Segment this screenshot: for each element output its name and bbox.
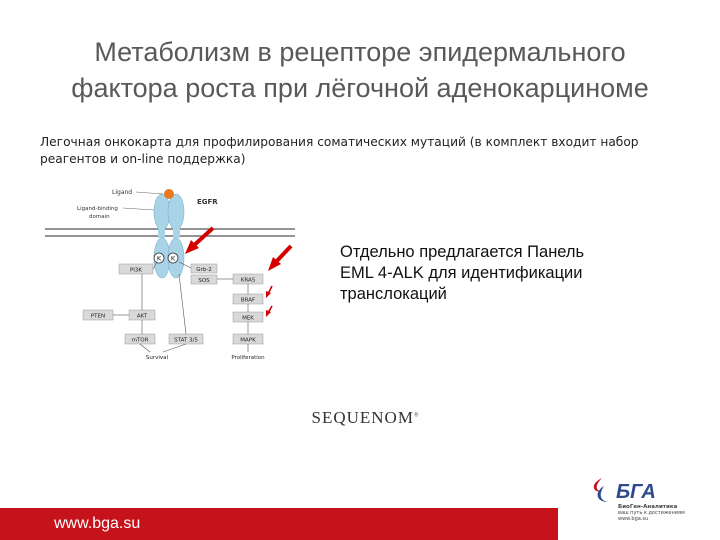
label-proliferation: Proliferation <box>231 355 265 361</box>
label-egfr: EGFR <box>197 198 218 206</box>
label-grb2: Grb-2 <box>196 267 212 273</box>
bga-company-name: БиоГен-Аналитика <box>618 504 678 510</box>
box-sos <box>190 274 218 285</box>
mutation-arrow-braf-icon <box>266 285 273 298</box>
kinase-left-icon <box>153 252 165 264</box>
eml4-alk-panel-note: Отдельно предлагается Панель EML 4-ALK д… <box>340 242 670 305</box>
slide-subtitle-line-1: Легочная онкокарта для профилирования со… <box>40 135 639 149</box>
label-ligand-binding-domain-1: Ligand-binding <box>77 206 118 212</box>
bga-logo-text: БГА <box>616 481 656 503</box>
bga-logo-swoosh-blue-icon <box>597 486 608 502</box>
slide-title-line-1: Метаболизм в рецепторе эпидермального <box>94 37 626 67</box>
mutation-arrow-mek-icon <box>266 305 273 317</box>
footer-bar <box>0 508 558 540</box>
receptor-left-extracellular <box>153 193 171 231</box>
ligand-icon <box>164 189 174 199</box>
bga-logo-swoosh-red-icon <box>593 478 602 492</box>
label-mek: MEK <box>242 316 254 322</box>
mutation-arrow-kras-icon <box>268 244 293 271</box>
egfr-pathway-diagram: Ligand Ligand-binding domain EGFR K K PI… <box>45 189 295 361</box>
label-braf: BRAF <box>241 298 255 304</box>
label-stat: STAT 3/5 <box>174 338 198 344</box>
slide-title-line-2: фактора роста при лёгочной аденокарцином… <box>71 73 649 103</box>
bga-logo-caption: БиоГен-Аналитика ваш путь к достижениям … <box>618 504 718 522</box>
slide-title: Метаболизм в рецепторе эпидермального фа… <box>20 34 700 106</box>
label-sos: SOS <box>198 278 210 284</box>
ligand-pointer <box>135 191 164 195</box>
label-pi3k: PI3K <box>130 268 142 274</box>
sequenom-wordmark: SEQUENOM <box>311 408 414 427</box>
sequenom-registered-mark: ® <box>413 412 419 419</box>
label-kinase-right: K <box>171 255 176 263</box>
receptor-right-transmembrane <box>173 228 180 238</box>
label-survival: Survival <box>146 355 169 361</box>
bga-logo: БГА <box>593 478 656 503</box>
label-ligand: Ligand <box>112 189 132 196</box>
footer-url-link[interactable]: www.bga.su <box>54 515 141 532</box>
label-akt: AKT <box>137 314 148 320</box>
mutation-arrow-egfr-icon <box>185 226 215 254</box>
receptor-left-transmembrane <box>158 228 165 238</box>
panel-note-line-1: Отдельно предлагается Панель <box>340 243 585 261</box>
kinase-right-icon <box>167 252 179 264</box>
label-kras: KRAS <box>241 278 256 284</box>
label-mtor: mTOR <box>132 338 149 344</box>
panel-note-line-2: EML 4-ALK для идентификации <box>340 264 583 282</box>
bga-tagline: ваш путь к достижениям <box>618 510 685 516</box>
panel-note-line-3: транслокаций <box>340 285 447 303</box>
label-pten: PTEN <box>91 314 105 320</box>
receptor-right-extracellular <box>167 193 185 231</box>
box-grb2 <box>190 263 218 274</box>
binding-domain-pointer <box>122 207 155 211</box>
label-ligand-binding-domain-2: domain <box>89 214 110 220</box>
footer-bar-slant <box>540 508 556 540</box>
bga-site: www.bga.su <box>618 516 649 522</box>
slide-subtitle: Легочная онкокарта для профилирования со… <box>40 134 690 168</box>
slide-subtitle-line-2: реагентов и on-line поддержка) <box>40 152 246 166</box>
label-kinase-left: K <box>157 255 162 263</box>
sequenom-logo: SEQUENOM® <box>300 408 430 428</box>
pathway-connectors <box>113 261 249 353</box>
label-mapk: MAPK <box>240 338 256 344</box>
